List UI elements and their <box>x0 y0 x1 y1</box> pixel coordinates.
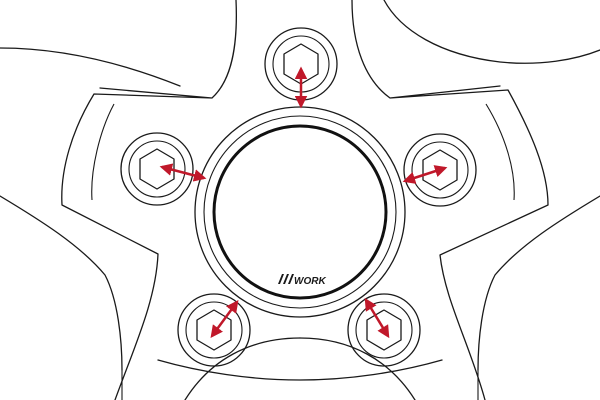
work-slash-logo-icon <box>278 274 294 284</box>
rim-curve-bottom-left <box>184 337 301 400</box>
rim-curve-right <box>477 195 600 371</box>
hub-outline <box>61 0 549 400</box>
lug-nut-bottom-right <box>347 293 421 367</box>
hex-nut-icon <box>422 149 458 191</box>
rim-curve-bottom-right <box>299 337 416 400</box>
lug-nut-bottom-left <box>177 293 251 367</box>
center-cap <box>212 124 388 300</box>
hub-mid-ring <box>203 115 397 309</box>
work-logo: WORK <box>278 274 326 287</box>
double-headed-arrow-icon <box>402 165 448 184</box>
rim-curve-top-left <box>0 47 181 87</box>
double-headed-arrow-icon <box>210 299 239 339</box>
lug-nut-left <box>120 132 207 206</box>
hex-nut-icon <box>139 148 175 190</box>
double-headed-arrow-icon <box>364 297 390 339</box>
inner-spoke-line <box>91 103 515 400</box>
lug-nut-top <box>264 27 338 109</box>
rim-curve-top-right <box>383 0 600 64</box>
bottom-hub-edge <box>157 359 443 381</box>
work-logo-text: WORK <box>294 276 326 287</box>
hub-outline-path <box>61 0 549 400</box>
lug-nut-right <box>402 133 477 207</box>
double-headed-arrow-icon <box>159 163 207 182</box>
rim-curve-left <box>0 195 123 371</box>
